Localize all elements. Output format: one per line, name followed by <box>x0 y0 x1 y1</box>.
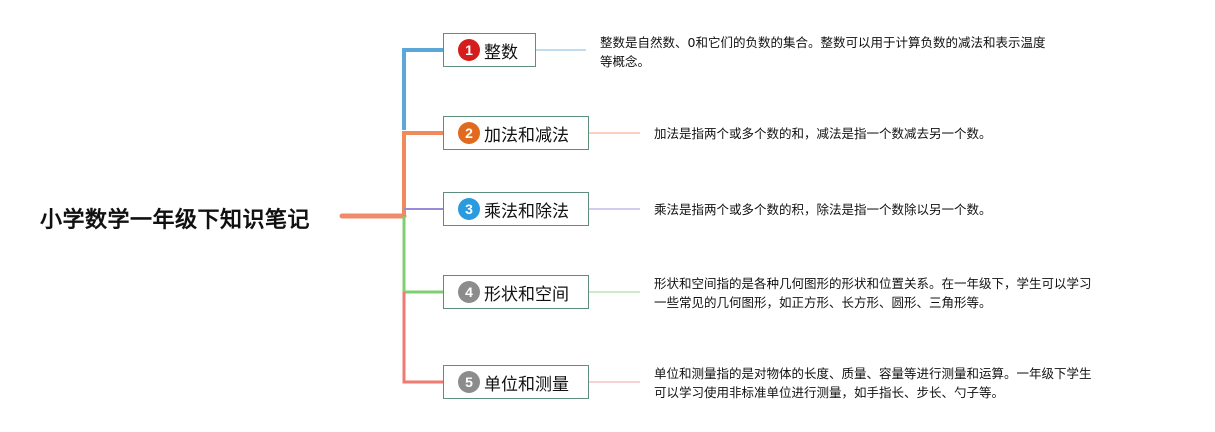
note-line: 等概念。 <box>600 54 651 69</box>
note-line: 加法是指两个或多个数的和，减法是指一个数减去另一个数。 <box>654 126 992 141</box>
branch-5-connector <box>402 292 443 384</box>
note-line: 整数是自然数、0和它们的负数的集合。整数可以用于计算负数的减法和表示温度 <box>600 35 1046 50</box>
note-line: 乘法是指两个或多个数的积，除法是指一个数除以另一个数。 <box>654 202 992 217</box>
branch-units-measurement[interactable]: 5 单位和测量 <box>443 365 589 399</box>
note-line: 一些常见的几何图形，如正方形、长方形、圆形、三角形等。 <box>654 295 992 310</box>
number-3-badge-icon: 3 <box>458 198 480 220</box>
branch-label: 乘法和除法 <box>484 201 569 222</box>
note-addition-subtraction[interactable]: 加法是指两个或多个数的和，减法是指一个数减去另一个数。 <box>654 124 1154 143</box>
branch-2-connector <box>402 131 443 216</box>
branch-1-connector <box>402 48 443 130</box>
branch-multiplication-division[interactable]: 3 乘法和除法 <box>443 192 589 226</box>
note-line: 可以学习使用非标准单位进行测量，如手指长、步长、勺子等。 <box>654 385 1005 400</box>
number-2-badge-icon: 2 <box>458 122 480 144</box>
branch-label: 单位和测量 <box>484 374 569 395</box>
number-4-badge-icon: 4 <box>458 281 480 303</box>
branch-integers[interactable]: 1 整数 <box>443 33 536 67</box>
branch-label: 加法和减法 <box>484 125 569 146</box>
branch-addition-subtraction[interactable]: 2 加法和减法 <box>443 116 589 150</box>
branch-label: 整数 <box>484 42 518 63</box>
note-units-measurement[interactable]: 单位和测量指的是对物体的长度、质量、容量等进行测量和运算。一年级下学生 可以学习… <box>654 364 1174 402</box>
number-1-badge-icon: 1 <box>458 39 480 61</box>
branch-shape-space[interactable]: 4 形状和空间 <box>443 275 589 309</box>
branch-label: 形状和空间 <box>484 284 569 305</box>
number-5-badge-icon: 5 <box>458 371 480 393</box>
root-topic[interactable]: 小学数学一年级下知识笔记 <box>40 208 311 233</box>
branch-4-connector <box>402 216 443 294</box>
note-line: 形状和空间指的是各种几何图形的形状和位置关系。在一年级下，学生可以学习 <box>654 276 1092 291</box>
note-multiplication-division[interactable]: 乘法是指两个或多个数的积，除法是指一个数除以另一个数。 <box>654 200 1154 219</box>
note-shape-space[interactable]: 形状和空间指的是各种几何图形的形状和位置关系。在一年级下，学生可以学习 一些常见… <box>654 274 1174 312</box>
note-line: 单位和测量指的是对物体的长度、质量、容量等进行测量和运算。一年级下学生 <box>654 366 1092 381</box>
note-integers[interactable]: 整数是自然数、0和它们的负数的集合。整数可以用于计算负数的减法和表示温度 等概念… <box>600 33 1120 71</box>
